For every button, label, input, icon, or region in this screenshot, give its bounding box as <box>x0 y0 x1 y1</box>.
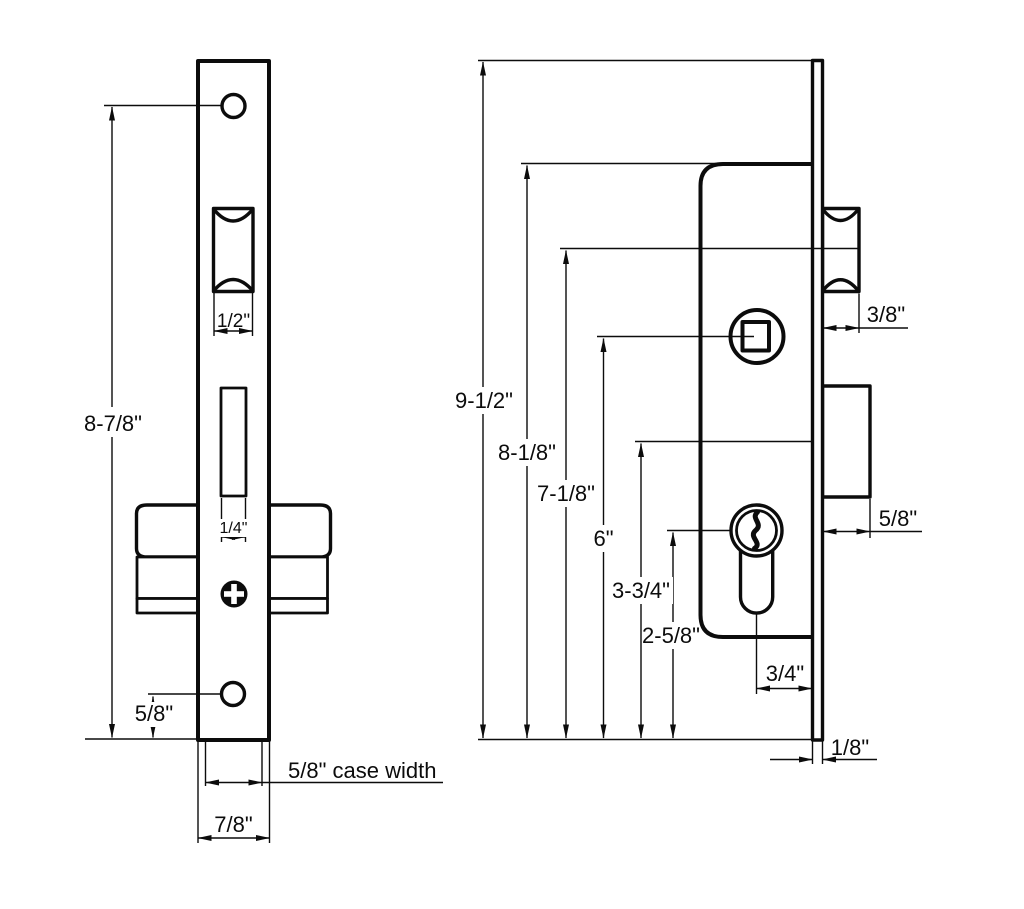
dim-label-bottom-hole: 5/8" <box>135 701 173 726</box>
dim-label-cylinder-backset: 3/4" <box>766 661 804 686</box>
hub-left-mid-section <box>135 555 200 600</box>
hub-right-mid-section <box>268 555 329 600</box>
dim-label-case-width: 5/8" case width <box>288 758 436 783</box>
front-view: 1/2" 8-7/8" 1/4" 5/8" 5/8" case width 7/… <box>80 59 443 843</box>
deadbolt-slot <box>219 386 248 498</box>
screw-hole-bottom <box>219 680 247 708</box>
label-bg <box>451 387 515 414</box>
cylinder-profile-extension <box>738 549 775 615</box>
label-bg <box>609 577 673 604</box>
label-bg <box>590 525 617 552</box>
deadbolt <box>820 384 872 499</box>
lock-case-body <box>698 162 813 639</box>
hub-left-round-section <box>134 503 198 559</box>
latch-bolt-side <box>820 206 861 294</box>
dim-label-latch-width: 1/2" <box>217 311 250 332</box>
hub-left-thin-section <box>135 597 200 615</box>
dim-label-latch-projection: 3/8" <box>867 302 905 327</box>
label-bg <box>642 622 698 649</box>
dim-label-faceplate-height: 9-1/2" <box>455 388 513 413</box>
side-view-dimensions <box>478 59 922 764</box>
dim-label-slot-width: 1/4" <box>220 520 248 537</box>
label-bg <box>80 407 144 437</box>
dim-label-faceplate-thickness: 1/8" <box>831 735 869 760</box>
cylinder-hub-left <box>134 503 200 615</box>
dim-label-overall-height: 8-7/8" <box>84 411 142 436</box>
hub-right-round-section <box>269 503 333 559</box>
dim-label-faceplate-width: 7/8" <box>214 812 252 837</box>
keyway-icon <box>750 509 761 551</box>
cylinder-hub-right <box>268 503 333 615</box>
latch-bolt-front <box>211 206 255 294</box>
dim-label-latch-center: 7-1/8" <box>537 481 595 506</box>
phillips-screw-icon <box>220 580 248 608</box>
label-bg <box>534 480 598 507</box>
label-bg <box>495 439 559 466</box>
dim-label-deadbolt-center: 3-3/4" <box>612 578 670 603</box>
label-bg <box>132 702 176 727</box>
label-bg <box>220 519 247 537</box>
latch-bevel-arc-bottom <box>212 277 255 293</box>
latch-bevel-arc-top <box>212 207 255 223</box>
latch-bevel-arc-bottom <box>821 278 860 293</box>
faceplate-side <box>810 58 825 742</box>
hub-right-thin-section <box>268 597 329 615</box>
dim-label-cylinder-center: 2-5/8" <box>642 623 700 648</box>
screw-hole-top <box>220 92 247 120</box>
dim-label-spindle-center: 6" <box>593 526 613 551</box>
latch-bevel-arc-top <box>821 207 860 223</box>
dim-label-deadbolt-projection: 5/8" <box>879 506 917 531</box>
side-view: 9-1/2" 8-1/8" 7-1/8" 6" 3-3/4" 2-5/8" 3/… <box>451 58 922 764</box>
latch-opening <box>211 206 255 294</box>
dim-label-case-height: 8-1/8" <box>498 440 556 465</box>
screw-cross-v <box>231 584 237 604</box>
